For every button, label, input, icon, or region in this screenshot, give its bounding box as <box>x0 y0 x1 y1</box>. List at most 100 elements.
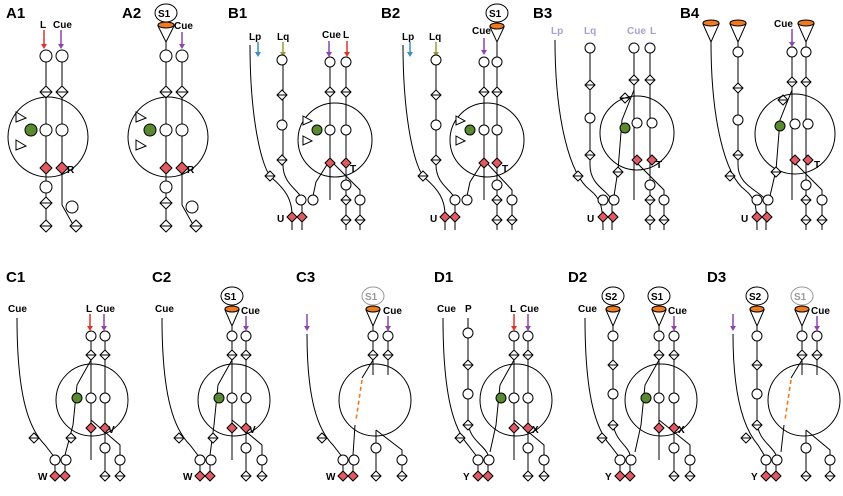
output-label-t: T <box>350 164 356 175</box>
node <box>491 179 503 191</box>
diamond-node <box>462 419 474 431</box>
input-label-lq: Lq <box>584 26 596 37</box>
node <box>175 49 189 63</box>
node <box>382 330 394 342</box>
diamond-node <box>572 170 584 182</box>
stimulus-circle-faded <box>361 286 385 306</box>
input-label-cue-left: Cue <box>155 304 174 315</box>
orange-cap <box>605 305 621 313</box>
node <box>337 454 349 466</box>
node <box>668 330 680 342</box>
node <box>396 454 408 466</box>
panel-c1: C1 Cue L Cue V W <box>6 269 129 483</box>
diamond-node <box>491 214 503 226</box>
node <box>462 388 474 400</box>
input-label-lp: Lp <box>402 32 414 43</box>
triangle <box>302 115 314 126</box>
panel-b3: B3 Lp Lq Cue L T <box>533 5 675 231</box>
node <box>367 330 379 342</box>
panel-label-d1: D1 <box>434 269 453 286</box>
output-label-y: Y <box>751 472 758 483</box>
diamond-node <box>644 214 656 226</box>
red-diamond <box>55 161 69 175</box>
red-diamond <box>337 470 349 482</box>
region-circle <box>55 363 129 437</box>
red-diamond <box>751 211 763 223</box>
panel-a2: A2 S1 Cue R <box>122 3 209 233</box>
node <box>430 54 442 66</box>
input-label-cue: Cue <box>774 19 793 30</box>
orange-cap <box>797 19 815 27</box>
diamond-node <box>596 432 608 444</box>
diamond-node <box>276 154 288 166</box>
purple-arrow-head <box>671 326 677 331</box>
node <box>340 179 352 191</box>
red-diamond <box>175 161 189 175</box>
orange-dashed-path <box>784 379 792 421</box>
stimulus-label-s2: S2 <box>605 292 618 303</box>
sensory-triangle <box>729 23 747 44</box>
diamond-node <box>824 470 836 482</box>
red-diamond <box>99 422 111 434</box>
red-diamond <box>85 422 97 434</box>
green-neuron <box>464 124 476 136</box>
node <box>99 442 111 454</box>
node <box>800 46 812 58</box>
node <box>449 194 461 206</box>
node <box>800 179 812 191</box>
orange-cap <box>794 305 810 313</box>
output-label-v: V <box>108 425 115 436</box>
red-diamond <box>39 161 53 175</box>
node <box>99 392 111 404</box>
diamond-node <box>276 89 288 101</box>
diamond-node <box>491 86 503 98</box>
red-diamond <box>522 422 534 434</box>
node <box>786 46 798 58</box>
node <box>668 392 680 404</box>
node <box>796 330 808 342</box>
red-diamond <box>668 422 680 434</box>
red-diamond <box>226 422 238 434</box>
node <box>644 42 656 54</box>
node <box>60 454 72 466</box>
diamond-node <box>316 432 328 444</box>
triangle <box>15 139 28 151</box>
panel-label-b4: B4 <box>680 5 700 22</box>
triangle <box>135 139 148 151</box>
red-diamond <box>340 157 352 169</box>
node <box>478 56 490 68</box>
node <box>751 194 763 206</box>
node <box>226 392 238 404</box>
node <box>751 330 763 342</box>
purple-arrow-head <box>481 50 487 55</box>
region-circle <box>127 96 209 178</box>
input-label-l: L <box>86 304 92 315</box>
panel-b1: B1 Lp Lq Cue L <box>228 5 373 230</box>
diamond-node <box>668 470 680 482</box>
stimulus-label: S1 <box>365 292 378 303</box>
diamond-node <box>506 214 518 226</box>
diamond-node <box>354 214 366 226</box>
node <box>85 330 97 342</box>
output-label-x: X <box>532 425 539 436</box>
red-arrow-head <box>41 44 47 49</box>
purple-arrow-head <box>789 42 795 47</box>
node <box>472 454 484 466</box>
stimulus-circle <box>220 286 244 306</box>
diamond-node <box>55 85 69 99</box>
stimulus-label-s1: S1 <box>794 292 807 303</box>
diamond-node <box>264 170 276 182</box>
node <box>226 330 238 342</box>
stimulus-label: S1 <box>158 9 171 20</box>
node <box>370 442 382 454</box>
diamond-node <box>340 214 352 226</box>
red-diamond <box>439 211 451 223</box>
node <box>295 194 307 206</box>
diamond-node <box>240 470 252 482</box>
region-circle <box>624 363 698 437</box>
red-diamond <box>770 470 782 482</box>
panel-d3: D3 S2 S1 Cue <box>707 269 841 483</box>
diamond-node <box>430 89 442 101</box>
input-label-cue-left: Cue <box>8 304 27 315</box>
input-label-cue: Cue <box>96 304 115 315</box>
